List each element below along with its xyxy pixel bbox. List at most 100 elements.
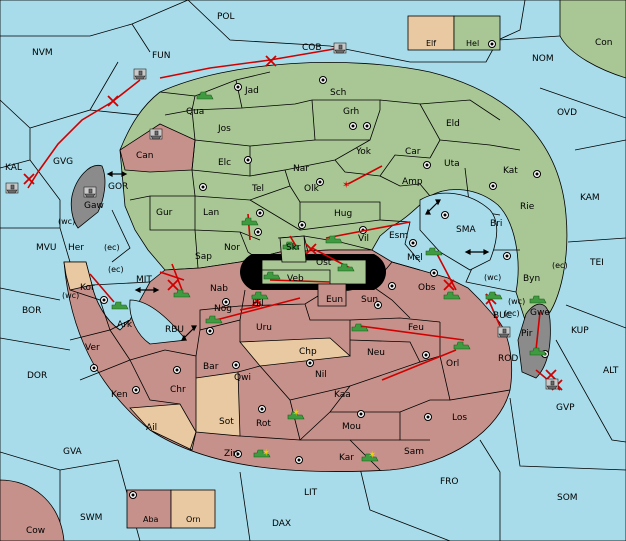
province-label-dax: DAX bbox=[272, 519, 291, 529]
supply-center-icon bbox=[298, 221, 306, 229]
supply-center-icon bbox=[374, 301, 382, 309]
province-label-bor: BOR bbox=[22, 306, 41, 316]
fleet-unit-icon[interactable] bbox=[83, 186, 97, 198]
army-unit-icon[interactable] bbox=[263, 271, 281, 280]
army-unit-icon[interactable] bbox=[337, 263, 355, 272]
province-label-kar: Kar bbox=[339, 453, 354, 463]
province-label-con: Con bbox=[595, 38, 613, 48]
army-unit-icon[interactable] bbox=[282, 241, 300, 250]
province-label-pir: Pir bbox=[521, 329, 533, 339]
province-label-nom: NOM bbox=[532, 54, 554, 64]
province-label-nil: Nil bbox=[315, 370, 327, 380]
legend-elf-swatch bbox=[407, 15, 455, 51]
army-unit-icon[interactable] bbox=[253, 449, 271, 458]
army-unit-icon[interactable] bbox=[196, 91, 214, 100]
fleet-unit-icon[interactable] bbox=[497, 326, 511, 338]
province-label-fro: FRO bbox=[440, 477, 459, 487]
province-label-kat: Kat bbox=[503, 166, 518, 176]
province-label-sam: Sam bbox=[404, 447, 424, 457]
province-label-ail: Ail bbox=[146, 423, 157, 433]
province-label-bar: Bar bbox=[203, 362, 219, 372]
supply-center-icon bbox=[206, 327, 214, 335]
supply-center-icon bbox=[234, 83, 242, 91]
supply-center-icon bbox=[422, 351, 430, 359]
province-label-nor: Nor bbox=[224, 243, 240, 253]
fleet-unit-icon[interactable] bbox=[5, 182, 19, 194]
supply-center-icon bbox=[295, 456, 303, 464]
province-label-lit: LIT bbox=[304, 488, 318, 498]
region-pir[interactable] bbox=[517, 303, 551, 379]
region-ail[interactable] bbox=[129, 403, 197, 451]
army-unit-icon[interactable] bbox=[485, 291, 503, 300]
province-label-eld: Eld bbox=[446, 119, 460, 129]
supply-center-icon bbox=[173, 366, 181, 374]
province-label-mel: Mel bbox=[407, 253, 423, 263]
province-label-gvg: GVG bbox=[53, 157, 73, 167]
province-label-car: Car bbox=[405, 147, 421, 157]
province-label-feu: Feu bbox=[408, 323, 424, 333]
army-unit-icon[interactable] bbox=[453, 341, 471, 350]
army-unit-icon[interactable] bbox=[425, 247, 443, 256]
battle-star-icon: ✶ bbox=[368, 450, 376, 461]
army-unit-icon[interactable] bbox=[361, 453, 379, 462]
supply-center-icon bbox=[234, 450, 242, 458]
province-label-rot: Rot bbox=[256, 419, 271, 429]
supply-center-icon bbox=[357, 410, 365, 418]
supply-center-icon bbox=[409, 239, 417, 247]
province-label-ost: Ost bbox=[316, 258, 332, 268]
battle-star-icon: ✶ bbox=[262, 448, 270, 459]
army-unit-icon[interactable] bbox=[241, 217, 259, 226]
army-unit-icon[interactable] bbox=[205, 315, 223, 324]
province-label-tei: TEI bbox=[589, 258, 604, 268]
army-unit-icon[interactable] bbox=[351, 323, 369, 332]
province-label-som: SOM bbox=[557, 493, 578, 503]
province-label-cow: Cow bbox=[26, 526, 45, 536]
province-label-cob: COB bbox=[302, 43, 322, 53]
province-label-gur: Gur bbox=[156, 208, 173, 218]
army-unit-icon[interactable] bbox=[325, 235, 343, 244]
province-label-can: Can bbox=[136, 151, 154, 161]
labels: POLCOBFUNNVMConNOMOVDKAMTEIKUPALTGVPSOMF… bbox=[5, 12, 619, 536]
province-label-gaw: Gaw bbox=[84, 201, 104, 211]
province-label-ken: Ken bbox=[111, 390, 128, 400]
army-unit-icon[interactable] bbox=[529, 295, 547, 304]
supply-centers bbox=[90, 76, 549, 464]
province-label-vil: Vil bbox=[358, 234, 369, 244]
supply-center-icon bbox=[423, 161, 431, 169]
province-label-hug: Hug bbox=[334, 209, 352, 219]
fleet-unit-icon[interactable] bbox=[545, 378, 559, 390]
province-label-ark: Ark bbox=[117, 320, 133, 330]
supply-center-icon bbox=[503, 252, 511, 260]
army-unit-icon[interactable] bbox=[529, 347, 547, 356]
fleet-unit-icon[interactable] bbox=[149, 128, 163, 140]
legend-top: Elf Hel bbox=[407, 15, 501, 51]
fleet-unit-icon[interactable] bbox=[133, 68, 147, 80]
legend-elf-label: Elf bbox=[426, 39, 436, 48]
province-label-kaa: Kaa bbox=[334, 390, 351, 400]
supply-center-icon bbox=[132, 386, 140, 394]
province-label-esm: Esm bbox=[389, 231, 408, 241]
region-eun[interactable] bbox=[317, 283, 347, 307]
region-her[interactable] bbox=[63, 261, 93, 291]
legend-hel-label: Hel bbox=[466, 39, 479, 48]
fleet-unit-icon[interactable] bbox=[333, 42, 347, 54]
province-label-kup: KUP bbox=[571, 326, 589, 336]
province-label-nab: Nab bbox=[210, 284, 228, 294]
army-unit-icon[interactable] bbox=[251, 291, 269, 300]
province-label-olk: Olk bbox=[304, 184, 320, 194]
army-unit-icon[interactable] bbox=[287, 411, 305, 420]
army-unit-icon[interactable] bbox=[443, 291, 461, 300]
province-label-neu: Neu bbox=[367, 348, 385, 358]
province-label-fun: FUN bbox=[152, 51, 171, 61]
province-label-mvu: MVU bbox=[36, 243, 57, 253]
province-label-ovd: OVD bbox=[557, 108, 577, 118]
army-unit-icon[interactable] bbox=[173, 289, 191, 298]
army-unit-icon[interactable] bbox=[111, 301, 129, 310]
province-label-gva: GVA bbox=[63, 447, 83, 457]
province-label-chr: Chr bbox=[170, 385, 186, 395]
supply-center-icon bbox=[306, 359, 314, 367]
supply-center-icon bbox=[388, 282, 396, 290]
supply-center-icon bbox=[424, 413, 432, 421]
